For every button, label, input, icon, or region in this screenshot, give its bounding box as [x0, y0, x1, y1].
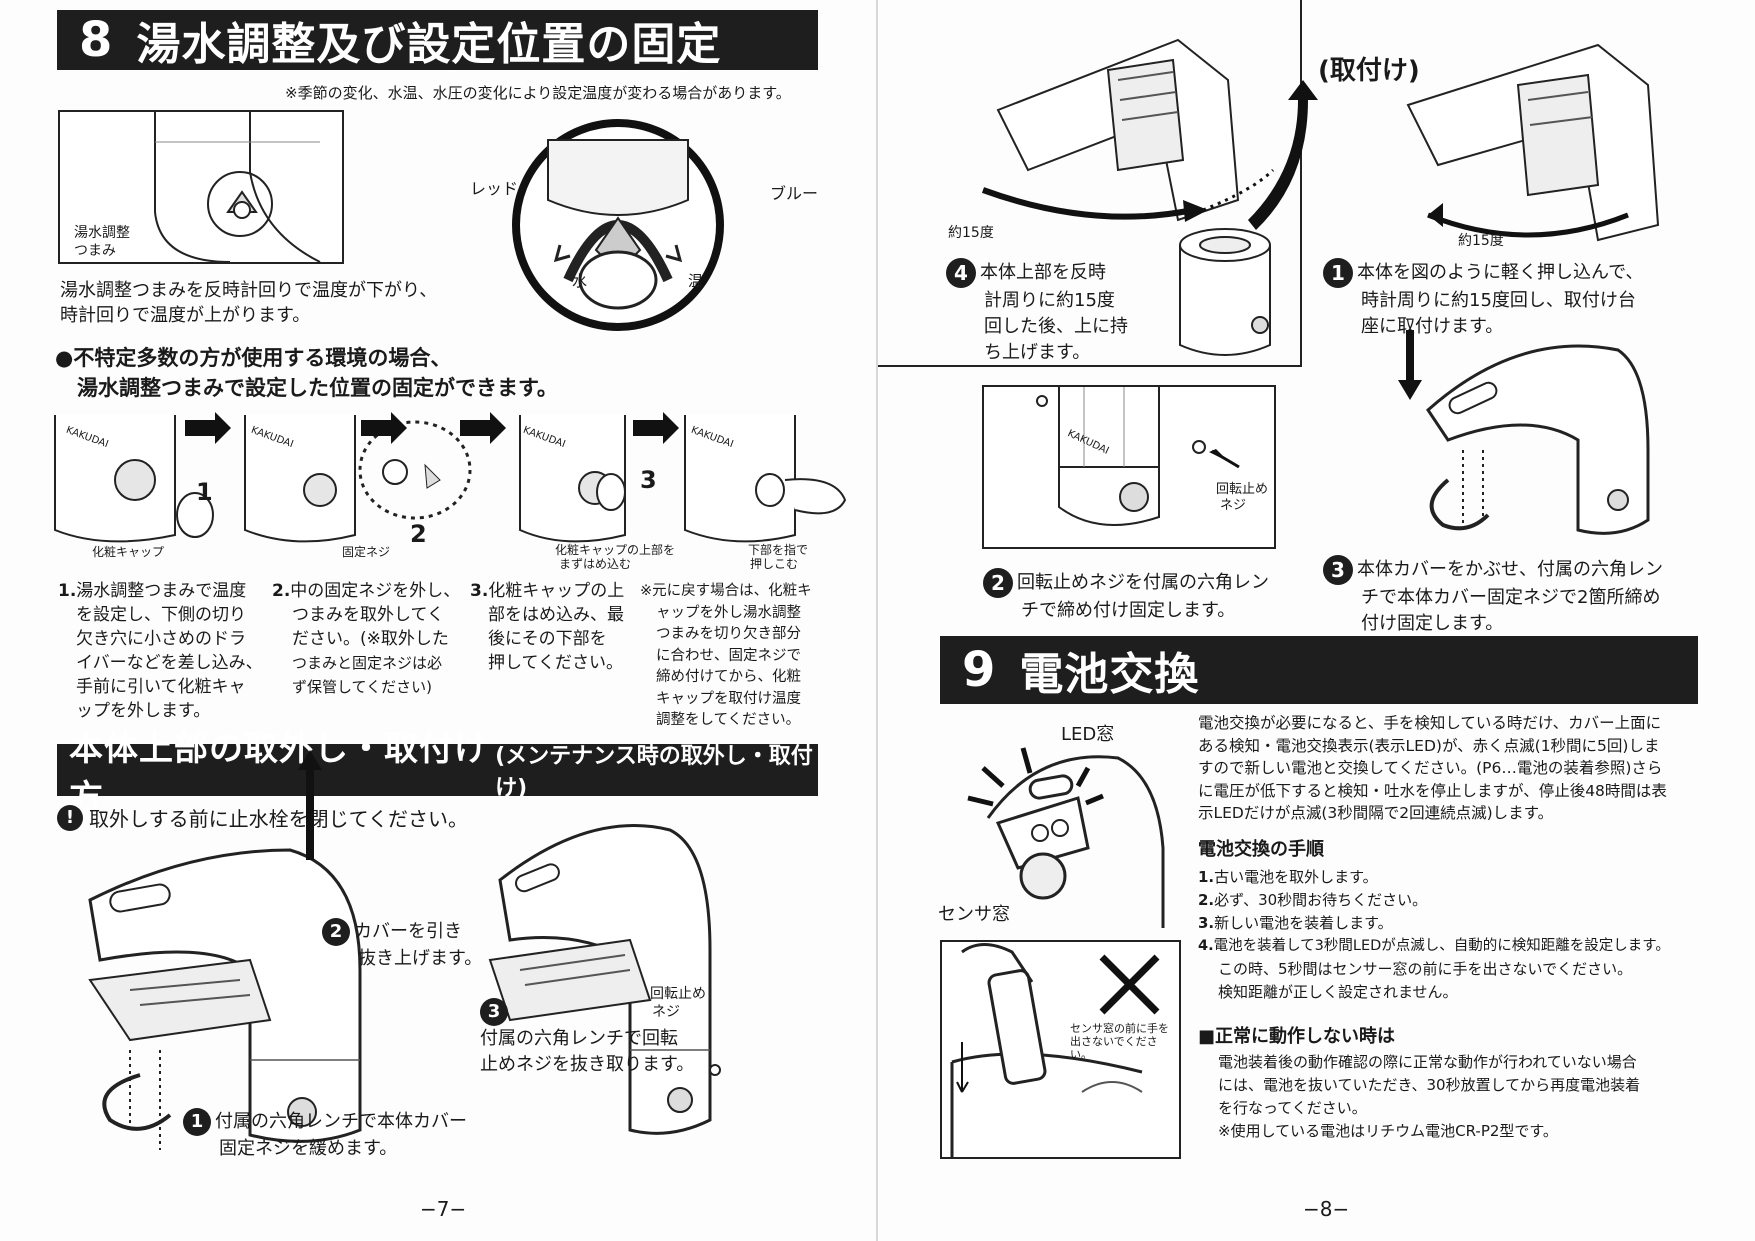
section-title: 電池交換 — [1019, 649, 1200, 700]
battery-photo-box: センサ窓の前に手を 出さないでください。 — [940, 940, 1181, 1159]
battery-intro: 電池交換が必要になると、手を検知している時だけ、カバー上面に ある検知・電池交換… — [1198, 714, 1667, 822]
page-number: −8− — [1303, 1197, 1350, 1221]
blue-label: ブルー — [770, 184, 819, 203]
shutoff-warning: ! 取外しする前に止水栓を閉じてください。 — [57, 803, 468, 832]
screw-label: 固定ネジ — [342, 545, 391, 559]
cap-top-label: 化粧キャップの上部を まずはめ込む — [555, 543, 676, 571]
lock-steps-illustration — [54, 412, 847, 543]
lock-step-3: 3.化粧キャップの上 部をはめ込み、最 後にその下部を 押してください。 — [470, 581, 625, 673]
rotate-arrow-icon — [981, 168, 1275, 222]
lock-bullet: ●不特定多数の方が使用する環境の場合、 湯水調整つまみで設定した位置の固定ができ… — [55, 346, 558, 400]
arrow-curved-up-icon — [1248, 80, 1318, 230]
arrow-right-icon — [460, 412, 506, 444]
rotation-screw-label: 回転止め ネジ — [650, 986, 706, 1020]
press-label: 下部を指で 押しこむ — [748, 543, 809, 571]
led-window-label: LED窓 — [1061, 724, 1115, 745]
page-gutter — [876, 0, 879, 1241]
knob-detail-icon — [512, 119, 724, 331]
no-hand-label: センサ窓の前に手を 出さないでください。 — [1070, 1022, 1169, 1061]
procedure-item: 4.電池を装着して3秒間LEDが点滅し、自動的に検知距離を設定します。 — [1198, 938, 1670, 954]
install-heading: (取付け) — [1318, 56, 1420, 86]
cap-label: 化粧キャップ — [92, 545, 165, 559]
faucet-knob-icon — [154, 112, 321, 263]
arrow-right-icon — [633, 412, 679, 444]
section-number: 8 — [79, 12, 113, 68]
base-mount-illustration — [1179, 228, 1271, 356]
faucet-left — [88, 848, 362, 1150]
battery-hand-icon — [950, 943, 1160, 1157]
procedure-list: 1.古い電池を取外します。 2.必ず、30秒間お待ちください。 3.新しい電池を… — [1198, 866, 1708, 1004]
page-7: 8 湯水調整及び設定位置の固定 ※季節の変化、水温、水圧の変化により設定温度が変… — [0, 0, 877, 1241]
arrow-right-icon — [185, 412, 231, 444]
section-number: 9 — [962, 642, 996, 698]
water-label: 水 — [572, 272, 588, 290]
removal-title: 本体上部の取外し・取付け方 — [69, 729, 489, 818]
faucet-install-illustration — [1406, 43, 1660, 242]
rotation-screw-label: 回転止め ネジ — [1216, 482, 1269, 513]
angle-label: 約15度 — [948, 225, 994, 241]
lock-step-2: 2.中の固定ネジを外し、 つまみを取外してく ださい。(※取外した つまみと固定… — [272, 581, 461, 696]
knob-label: 湯水調整 つまみ — [74, 225, 130, 259]
fig-number-2: 2 — [410, 520, 427, 548]
procedure-item: 2.必ず、30秒間お待ちください。 — [1198, 891, 1428, 909]
faucet-right — [488, 824, 721, 1135]
procedure-title: 電池交換の手順 — [1198, 839, 1324, 860]
install-frame — [878, 0, 1302, 367]
cover-install-illustration — [1398, 330, 1650, 535]
fig-number-1: 1 — [196, 478, 213, 506]
angle-label: 約15度 — [1458, 233, 1504, 249]
section-9-header: 9 電池交換 — [940, 636, 1698, 704]
faucet-removal-illustration — [88, 750, 721, 1150]
hot-label: 温 — [688, 272, 704, 290]
screw-detail-box: KAKUDAI 回転止め ネジ — [982, 385, 1276, 549]
arrow-up-icon — [298, 750, 322, 860]
panel-1 — [54, 415, 214, 543]
restore-note: ※元に戻す場合は、化粧キ ャップを外し湯水調整 つまみを切り欠き部分 に合わせ、… — [640, 583, 812, 728]
warning-icon: ! — [57, 804, 83, 831]
fig-number-3: 3 — [640, 466, 657, 494]
led-sensor-illustration — [967, 747, 1165, 928]
trouble-text: 電池装着後の動作確認の際に正常な動作が行われていない場合 には、電池を抜いていた… — [1218, 1051, 1698, 1143]
removal-header: 本体上部の取外し・取付け方 (メンテナンス時の取外し・取付け) — [57, 729, 818, 818]
procedure-item: 1.古い電池を取外します。 — [1198, 868, 1378, 886]
section-8-header: 8 湯水調整及び設定位置の固定 — [57, 10, 818, 70]
trouble-title: ■正常に動作しない時は — [1198, 1026, 1396, 1047]
red-label: レッド — [470, 179, 519, 198]
season-note: ※季節の変化、水温、水圧の変化により設定温度が変わる場合があります。 — [285, 84, 791, 102]
sensor-window-label: センサ窓 — [938, 904, 1010, 925]
panel-2 — [244, 415, 472, 543]
removal-subtitle: (メンテナンス時の取外し・取付け) — [495, 744, 813, 801]
knob-illustration: 湯水調整 つまみ — [58, 110, 344, 264]
faucet-body-icon — [1036, 387, 1240, 526]
removal-step-3: 3 付属の六角レンチで回転 止めネジを抜き取ります。 — [480, 998, 720, 1078]
panel-4 — [684, 415, 847, 543]
faucet-rotate-illustration — [996, 38, 1318, 230]
battery-type-note: ※使用している電池はリチウム電池CR-P2型です。 — [1218, 1122, 1558, 1140]
arrow-down-icon — [1398, 330, 1422, 400]
panel-3 — [519, 415, 626, 543]
section-title: 湯水調整及び設定位置の固定 — [136, 19, 722, 70]
procedure-item: 3.新しい電池を装着します。 — [1198, 914, 1393, 932]
page-number: −7− — [420, 1197, 467, 1221]
arrow-right-icon — [361, 412, 407, 444]
knob-description: 湯水調整つまみを反時計回りで温度が下がり、 時計回りで温度が上がります。 — [60, 280, 438, 326]
lock-step-1: 1.湯水調整つまみで温度 を設定し、下側の切り 欠き穴に小さめのドラ イバーなど… — [58, 581, 263, 721]
